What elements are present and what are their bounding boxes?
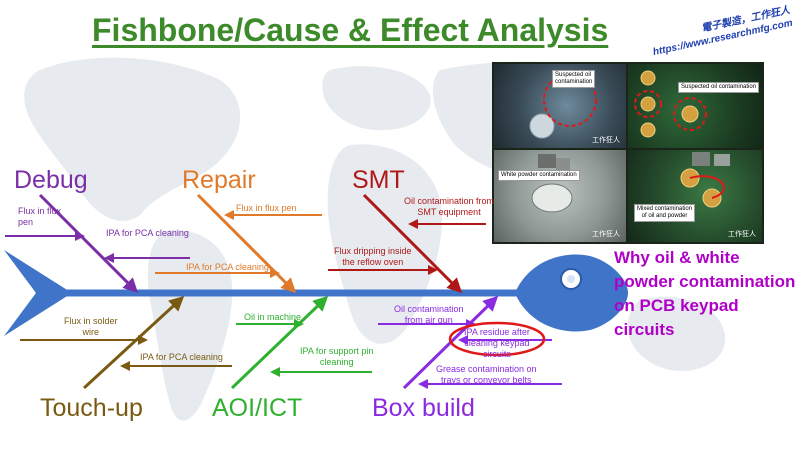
category-repair: Repair [182, 166, 256, 194]
highlight-ring [448, 321, 546, 357]
category-aoi-ict: AOI/ICT [212, 394, 303, 422]
bone-debug [38, 193, 139, 294]
photo-3-watermark: 工作狂人 [592, 231, 620, 238]
photo-suspected-oil-2: Suspected oil contamination [628, 64, 762, 148]
page-title: Fishbone/Cause & Effect Analysis [92, 12, 609, 48]
cause-aoi-oil: Oil in machine [244, 312, 302, 322]
photo-4-watermark: 工作狂人 [728, 231, 756, 238]
photo-3-overlay [531, 154, 573, 213]
category-touchup: Touch-up [40, 394, 143, 422]
photo-white-powder: White powder contamination 工作狂人 [494, 150, 626, 242]
fish-eye-pupil [567, 275, 575, 283]
photo-3-caption: White powder contamination [498, 170, 580, 181]
photo-2-caption: Suspected oil contamination [678, 82, 760, 93]
bone-touchup [82, 295, 185, 390]
category-debug: Debug [14, 166, 88, 194]
bone-smt [362, 193, 463, 294]
cause-repair-flux: Flux in flux pen [236, 203, 297, 213]
fish-head [515, 254, 628, 332]
bone-aoi [230, 295, 329, 390]
cause-touchup-ipa: IPA for PCA cleaning [140, 352, 223, 362]
photo-2-overlay [634, 70, 707, 138]
cause-debug-ipa: IPA for PCA cleaning [106, 228, 189, 238]
photo-4-overlay [680, 152, 730, 208]
effect-problem-statement: Why oil & white powder contamination on … [614, 248, 796, 339]
category-smt: SMT [352, 166, 405, 194]
photo-1-watermark: 工作狂人 [592, 137, 620, 144]
category-box-build: Box build [372, 394, 475, 422]
cause-repair-ipa: IPA for PCA cleaning [186, 262, 269, 272]
